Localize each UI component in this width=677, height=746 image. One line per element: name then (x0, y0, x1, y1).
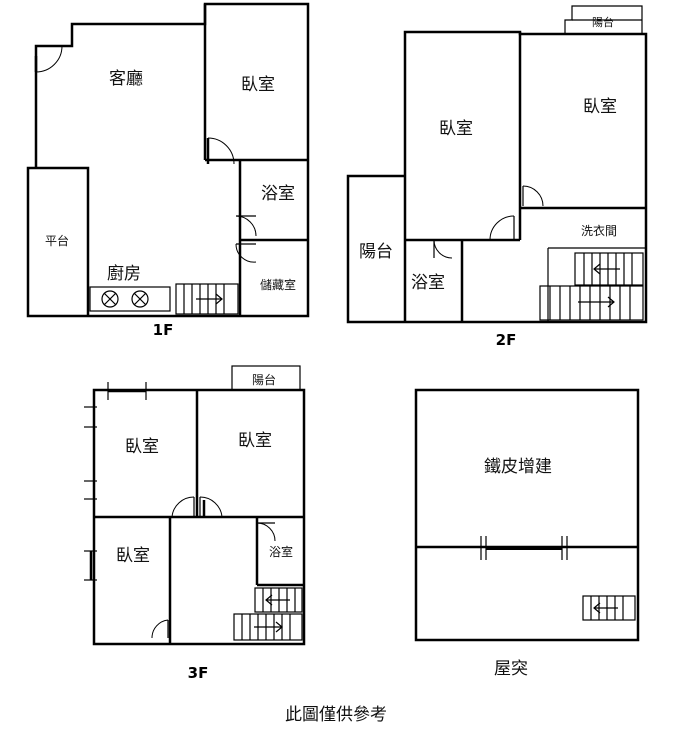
stairs-icon (233, 587, 303, 641)
floor-plan-1f: 客廳 臥室 浴室 平台 廚房 儲藏室 1F (26, 2, 310, 339)
room-label-laundry: 洗衣間 (581, 223, 617, 238)
floor-plan-2f: 陽台 臥室 臥室 陽台 浴室 洗衣間 2F (346, 5, 648, 349)
room-label-balcony-top: 陽台 (592, 15, 614, 29)
room-label-balcony-left: 陽台 (359, 242, 393, 262)
room-label-bedroom-top-right: 臥室 (238, 431, 272, 451)
room-label-kitchen: 廚房 (107, 263, 141, 284)
disclaimer-note: 此圖僅供參考 (285, 705, 387, 725)
room-label-bathroom: 浴室 (261, 184, 295, 204)
floor-plan-roof: 鐵皮增建 屋突 (414, 388, 640, 679)
floor-title-2f: 2F (496, 331, 517, 349)
room-label-bathroom: 浴室 (411, 273, 445, 293)
floor-title-1f: 1F (153, 321, 174, 339)
floor-plan-3f: 陽台 臥室 臥室 臥室 浴室 3F (84, 365, 306, 682)
room-label-living: 客廳 (109, 69, 143, 89)
room-label-platform: 平台 (45, 233, 69, 248)
room-label-bedroom-bottom-left: 臥室 (116, 546, 150, 566)
room-label-bedroom-left: 臥室 (439, 119, 473, 139)
stove-icon (89, 286, 171, 312)
room-label-bathroom: 浴室 (269, 544, 293, 559)
room-label-balcony: 陽台 (252, 372, 276, 387)
room-label-storage: 儲藏室 (260, 277, 296, 292)
stairs-icon (539, 252, 644, 321)
floor-title-roof: 屋突 (494, 659, 528, 679)
stairs-icon (582, 595, 636, 621)
room-label-iron-addition: 鐵皮增建 (484, 457, 552, 477)
stairs-icon (175, 283, 239, 315)
room-label-bedroom: 臥室 (241, 75, 275, 95)
room-label-bedroom-right: 臥室 (583, 97, 617, 117)
floor-title-3f: 3F (188, 664, 209, 682)
room-label-bedroom-top-left: 臥室 (125, 437, 159, 457)
